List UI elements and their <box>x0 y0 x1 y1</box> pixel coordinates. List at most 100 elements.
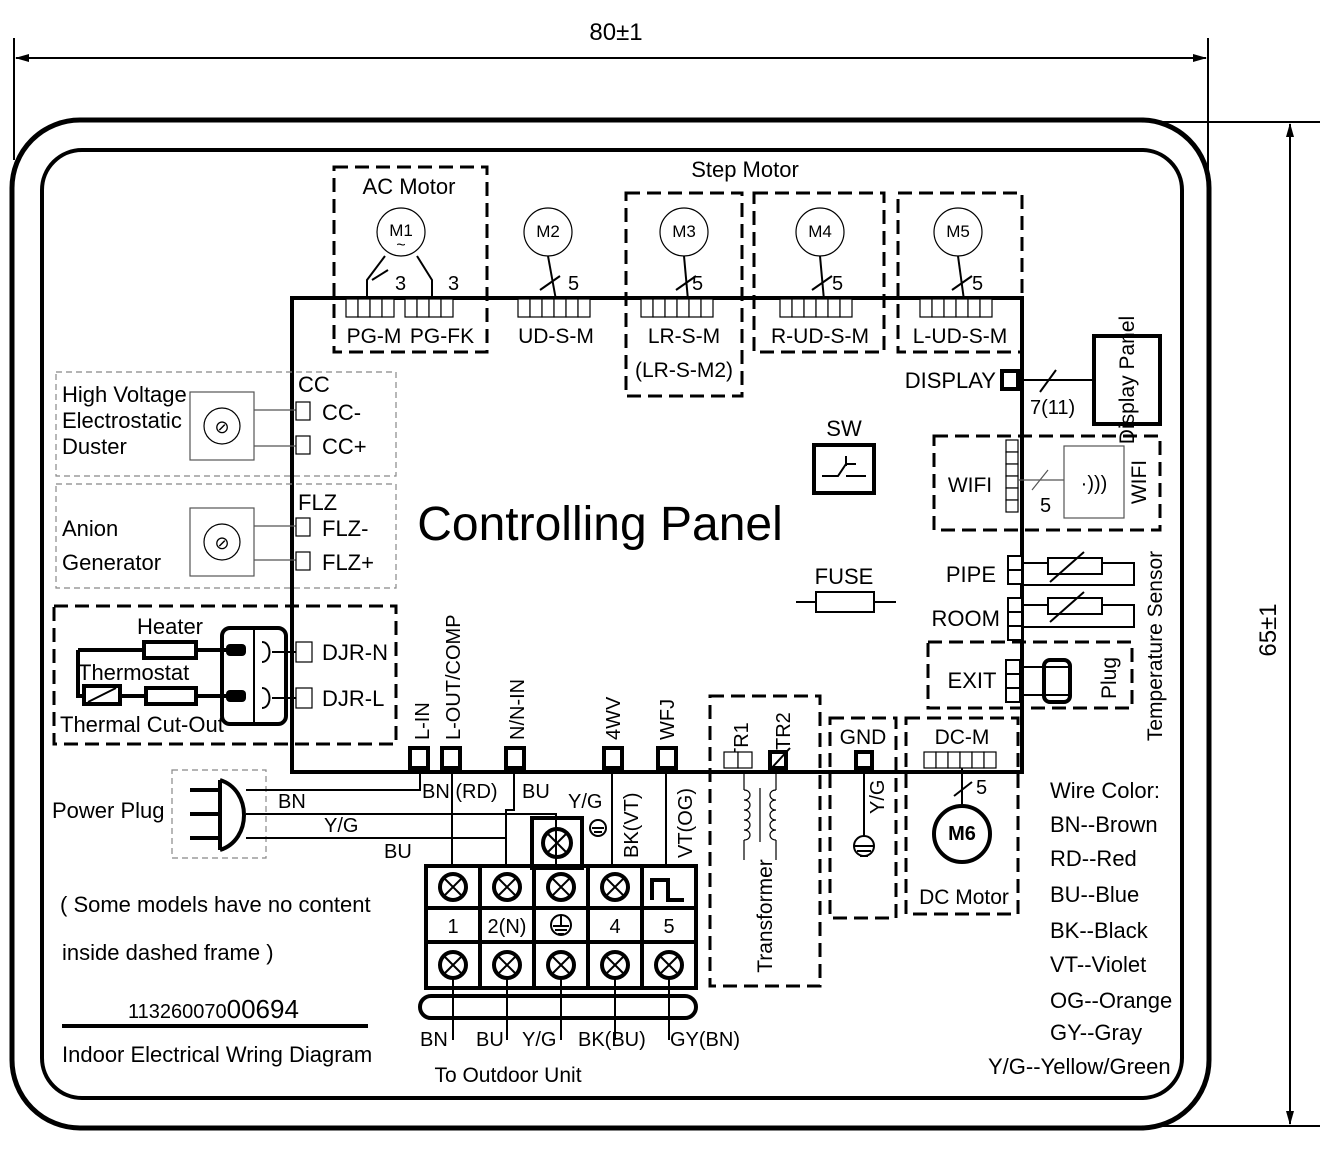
hv-duster-group: High Voltage Electrostatic Duster ⊘ CC C… <box>55 371 397 477</box>
wire-color-legend: Wire Color: BN--Brown RD--Red BU--Blue B… <box>988 778 1172 1079</box>
tr1-label: TR1 <box>731 722 753 760</box>
legend-item: VT--Violet <box>1050 952 1146 977</box>
ud-s-m-label: UD-S-M <box>518 325 594 348</box>
fourwv-label: 4WV <box>603 696 625 740</box>
l-in-label: L-IN <box>412 702 434 740</box>
to-outdoor-label: To Outdoor Unit <box>434 1064 581 1087</box>
yg-wire-label: Y/G <box>568 791 602 813</box>
notes: ( Some models have no content inside das… <box>60 892 372 1067</box>
bottom-connectors: L-IN L-OUT/COMP N/N-IN 4WV WFJ <box>408 614 679 770</box>
cc-label: CC <box>298 372 330 397</box>
m6-label: M6 <box>948 823 976 845</box>
legend-item: RD--Red <box>1050 846 1137 871</box>
m4-label: M4 <box>808 222 832 241</box>
height-label: 65±1 <box>1255 603 1282 656</box>
flz-minus-label: FLZ- <box>322 516 368 541</box>
svg-text:5: 5 <box>972 273 983 295</box>
dc-motor-group: DC-M 5 M6 DC Motor <box>904 716 1020 916</box>
power-plug-group: Power Plug BN Y/G BU <box>52 768 446 863</box>
bn-rd-label: BN (RD) <box>422 781 498 803</box>
diagram-name: Indoor Electrical Wring Diagram <box>62 1042 372 1067</box>
inner-frame <box>40 148 1184 1100</box>
temperature-sensor-label: Temperature Sensor <box>1144 551 1167 741</box>
fuse: FUSE <box>796 564 896 613</box>
ac-motor-group: AC Motor M1 ~ 3 3 PG-M PG-FK <box>332 165 489 354</box>
legend-item: GY--Gray <box>1050 1020 1142 1045</box>
l-out-label: L-OUT/COMP <box>443 614 465 740</box>
plug-label: Plug <box>1098 657 1121 699</box>
l-ud-s-m-label: L-UD-S-M <box>913 325 1008 348</box>
dc-m-label: DC-M <box>935 726 990 749</box>
m5-motor-group: M5 5 L-UD-S-M <box>896 191 1024 354</box>
m1-tilde-icon: ~ <box>396 237 405 254</box>
controlling-panel-title: Controlling Panel <box>417 498 783 551</box>
flz-plus-label: FLZ+ <box>322 550 374 575</box>
anion-line-1: Anion <box>62 516 118 541</box>
thermostat-label: Thermostat <box>78 660 189 685</box>
outer-frame <box>9 117 1212 1131</box>
wifi-signal-icon: ·))) <box>1081 473 1108 495</box>
step-motor-label: Step Motor <box>691 157 799 182</box>
svg-text:3: 3 <box>448 273 459 295</box>
out-gy-label: GY(BN) <box>670 1029 740 1051</box>
anion-line-2: Generator <box>62 550 161 575</box>
sw-label: SW <box>826 416 862 441</box>
display-label: DISPLAY <box>905 368 997 393</box>
plug-bn-label: BN <box>278 791 306 813</box>
lr-s-m-label: LR-S-M <box>648 325 720 348</box>
transformer-label: Transformer <box>754 859 777 973</box>
svg-text:5: 5 <box>1040 495 1051 517</box>
dc-motor-label: DC Motor <box>919 886 1009 909</box>
pipe-label: PIPE <box>946 562 996 587</box>
m2-motor-group: M2 5 UD-S-M <box>517 207 594 348</box>
exit-plug: EXIT Plug <box>926 640 1134 710</box>
drawing-code: 11326007000694 <box>128 994 299 1024</box>
gnd-yg-label: Y/G <box>867 780 889 814</box>
svg-text:3: 3 <box>395 273 406 295</box>
svg-text:5: 5 <box>568 273 579 295</box>
tr2-label: TR2 <box>773 712 795 750</box>
display-group: DISPLAY 7(11) Display Panel <box>905 316 1162 444</box>
transformer-group: TR1 TR2 Transformer <box>708 694 822 988</box>
hv-duster-line-2: Electrostatic <box>62 408 182 433</box>
drawing-code-b: 00694 <box>227 994 299 1024</box>
m3-motor-group: M3 5 LR-S-M (LR-S-M2) <box>624 191 744 398</box>
note-line-1: ( Some models have no content <box>60 892 371 917</box>
sw-switch: SW <box>812 416 876 495</box>
display-panel-label: Display Panel <box>1116 316 1139 444</box>
djr-n-label: DJR-N <box>322 640 388 665</box>
m2-label: M2 <box>536 222 560 241</box>
terminal-2-label: 2(N) <box>488 916 527 938</box>
pg-m-label: PG-M <box>347 325 402 348</box>
wifi-module-label: WIFI <box>1128 460 1151 504</box>
terminal-wiring: BN (RD) BU Y/G BK(VT) VT(OG) <box>422 768 697 866</box>
wfj-label: WFJ <box>657 699 679 740</box>
terminal-block: 1 2(N) 4 5 BN BU Y/G BK(BU) GY(BN) To Ou… <box>418 816 740 1087</box>
plug-yg-label: Y/G <box>324 815 358 837</box>
terminal-5-label: 5 <box>663 916 674 938</box>
cc-minus-label: CC- <box>322 400 361 425</box>
m5-label: M5 <box>946 222 970 241</box>
legend-title: Wire Color: <box>1050 778 1160 803</box>
heater-group: Heater Thermostat Thermal Cut-Out DJR-N … <box>52 604 398 746</box>
width-label: 80±1 <box>589 19 642 46</box>
out-yg-label: Y/G <box>522 1029 556 1051</box>
svg-text:5: 5 <box>692 273 703 295</box>
hv-duster-line-3: Duster <box>62 434 127 459</box>
power-plug-label: Power Plug <box>52 798 165 823</box>
pg-m-connector <box>345 298 454 318</box>
svg-text:5: 5 <box>832 273 843 295</box>
legend-item: BK--Black <box>1050 918 1149 943</box>
m4-motor-group: M4 5 R-UD-S-M <box>752 191 886 354</box>
plug-bu-label: BU <box>384 841 412 863</box>
anion-leaf-icon: ⊘ <box>214 533 229 553</box>
room-label: ROOM <box>932 606 1000 631</box>
hv-duster-line-1: High Voltage <box>62 382 187 407</box>
djr-l-label: DJR-L <box>322 686 384 711</box>
out-bk-label: BK(BU) <box>578 1029 646 1051</box>
terminal-1-label: 1 <box>447 916 458 938</box>
out-bn-label: BN <box>420 1029 448 1051</box>
gnd-label: GND <box>840 726 887 749</box>
ac-motor-label: AC Motor <box>363 174 456 199</box>
legend-item: BU--Blue <box>1050 882 1139 907</box>
